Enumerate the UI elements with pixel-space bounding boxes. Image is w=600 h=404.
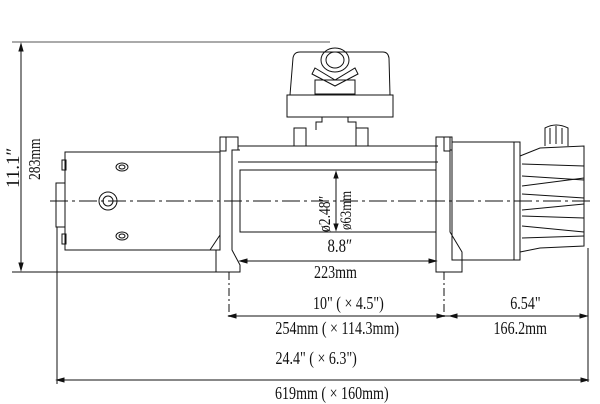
height-mm-label: 283mm — [25, 138, 44, 180]
control-box — [286, 47, 394, 147]
left-end-plate — [215, 136, 241, 273]
right-end-plate — [435, 136, 463, 273]
drum-diameter-mm-label: ø63mm — [338, 190, 355, 230]
mount-spacing-inch-label: 10" ( × 4.5") — [312, 293, 384, 313]
overall-length-inch-label: 24.4" ( × 6.3") — [275, 348, 357, 368]
drum-diameter-inch-label: ø2.48″ — [315, 195, 334, 232]
gearbox-offset-inch-label: 6.54" — [509, 293, 541, 313]
overall-length-mm-label: 619mm ( × 160mm) — [275, 383, 389, 403]
drum-length-inch-label: 8.8″ — [327, 236, 353, 257]
drum-length-mm-label: 223mm — [314, 262, 358, 282]
mount-spacing-mm-label: 254mm ( × 114.3mm) — [275, 318, 399, 338]
height-dimension-lines — [12, 41, 330, 273]
gearbox — [451, 124, 585, 261]
height-inch-label: 11.1″ — [3, 147, 24, 188]
gearbox-offset-mm-label: 166.2mm — [493, 318, 547, 338]
